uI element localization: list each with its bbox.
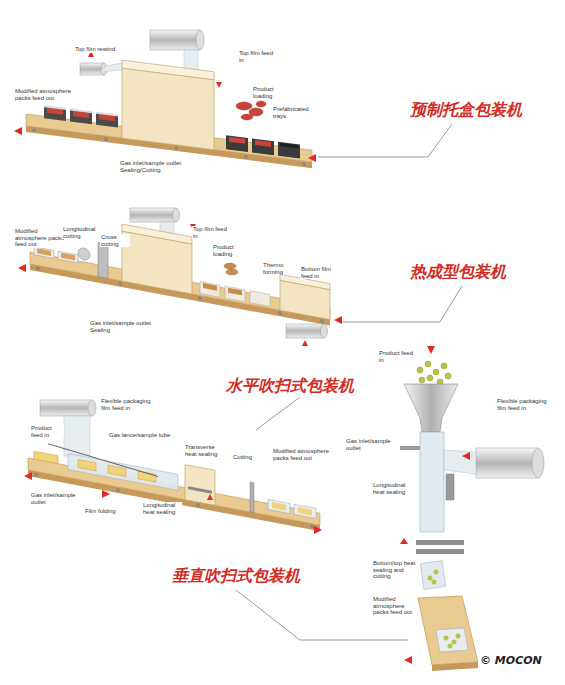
part-label: Bottom film feed in bbox=[300, 266, 342, 279]
copyright-mark: © MOCON bbox=[480, 654, 542, 667]
part-label: Top film feed in bbox=[238, 50, 280, 63]
product-meat bbox=[236, 101, 266, 120]
part-label: Top film feed in bbox=[192, 226, 234, 239]
part-label: Modified atmosphere packs feed out bbox=[372, 596, 416, 616]
film-roll bbox=[150, 30, 200, 50]
film-tube bbox=[420, 432, 444, 532]
part-label: Modified atmosphere packs feed out bbox=[14, 88, 80, 101]
gas-pipe bbox=[400, 446, 420, 450]
conveyor-belt bbox=[26, 48, 312, 168]
part-label: Cutting bbox=[232, 454, 253, 461]
part-label: Product feed in bbox=[378, 350, 415, 363]
funnel bbox=[404, 384, 458, 432]
film-roll bbox=[130, 208, 176, 222]
machine-title: 热成型包装机 bbox=[410, 262, 506, 283]
film-roll bbox=[476, 448, 538, 478]
part-label: Cross cutting bbox=[100, 234, 130, 247]
part-label: Modified atmosphere packs feed out bbox=[272, 448, 334, 461]
part-label: Gas inlet/sample outlet Sealing bbox=[89, 320, 161, 333]
part-label: Longitudinal heat sealing bbox=[372, 482, 416, 495]
part-label: Longitudinal cutting bbox=[62, 226, 100, 239]
flow-arrow bbox=[400, 346, 470, 664]
machine-title: 预制托盒包装机 bbox=[410, 100, 522, 121]
part-label: Film folding bbox=[84, 508, 117, 515]
part-label: Product loading bbox=[212, 244, 250, 257]
part-label: Longitudinal heat sealing bbox=[142, 502, 182, 515]
part-label: Transverse heat sealing bbox=[184, 444, 226, 457]
product-granules bbox=[417, 361, 451, 385]
sealing-bar bbox=[446, 474, 454, 500]
film-roll bbox=[40, 400, 92, 416]
machine-title: 垂直吹扫式包装机 bbox=[172, 566, 300, 587]
part-label: Bottom/top heat sealing and cutting bbox=[372, 560, 418, 580]
part-label: Gas inlet/sample outlet bbox=[30, 492, 87, 505]
machine-title: 水平吹扫式包装机 bbox=[226, 376, 354, 397]
flow-arrow bbox=[14, 51, 316, 162]
conveyor-belt bbox=[30, 207, 330, 326]
part-label: Flexible packaging film feed in bbox=[100, 398, 152, 411]
part-label: Thermo forming bbox=[262, 262, 294, 275]
part-label: Gas inlet/sample outlet Sealing/Cutting bbox=[119, 160, 211, 173]
sealing-jaw bbox=[416, 540, 464, 545]
part-label: Flexible packaging film feed in bbox=[496, 398, 548, 411]
part-label: Gas lance/sample tube bbox=[108, 432, 171, 439]
part-label: Gas inlet/sample outlet bbox=[345, 438, 397, 451]
part-label: Prefabricated trays bbox=[272, 106, 324, 119]
flow-arrow bbox=[24, 472, 322, 534]
part-label: Top film rewind bbox=[74, 46, 116, 53]
part-label: Product loading bbox=[252, 86, 290, 99]
conveyor-belt bbox=[418, 596, 478, 665]
part-label: Product feed in bbox=[30, 425, 64, 438]
rewind-roll bbox=[80, 63, 104, 75]
film-roll bbox=[286, 324, 324, 338]
product-item bbox=[224, 263, 238, 275]
